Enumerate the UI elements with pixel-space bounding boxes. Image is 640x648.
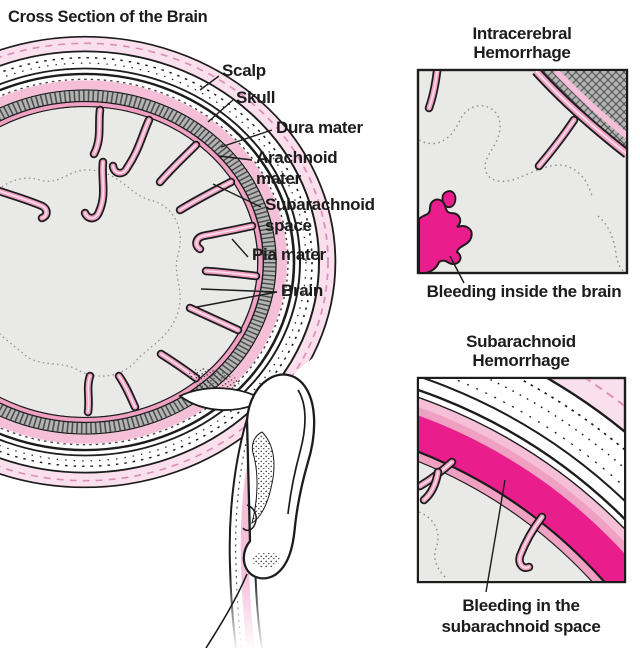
dura-mater-layer — [0, 72, 296, 452]
brain-leader-line-1 — [200, 288, 278, 293]
scalp-layer — [0, 37, 335, 487]
intracerebral-bleed-blob — [419, 198, 473, 272]
scalp-outline — [0, 35, 337, 489]
page-title: Cross Section of the Brain — [8, 8, 208, 26]
pia-mater-layer — [0, 102, 263, 422]
intracerebral-title-line1: Intracerebral — [472, 24, 571, 43]
bleed-satellite-blob — [441, 190, 457, 209]
subarachnoid-caption-leader — [485, 479, 506, 593]
subarachnoid-leader-line — [212, 183, 262, 208]
ear-inner-helix-line — [287, 389, 306, 515]
arachnoid-band — [553, 71, 626, 139]
subarachnoid-label-line1: Subarachnoid — [265, 195, 375, 214]
intracerebral-panel: Intracerebral Hemorrhage Bleeding inside… — [416, 24, 629, 301]
ear-lobe-shading — [252, 552, 280, 568]
jaw-line — [205, 573, 248, 648]
arachnoid-label-line1: Arachnoid — [256, 148, 337, 167]
skull-leader-line — [207, 99, 234, 123]
gray-matter-dotted-boundary — [0, 169, 181, 377]
brain-tissue — [419, 461, 593, 581]
arachnoid-label-line2: mater — [256, 169, 301, 188]
scalp-texture-line — [0, 42, 329, 482]
scalp-label: Scalp — [222, 61, 266, 80]
meningeal-layer-rings — [0, 35, 337, 489]
intracerebral-caption: Bleeding inside the brain — [427, 282, 622, 301]
subarachnoid-caption-line1: Bleeding in the — [462, 596, 579, 615]
arachnoid-leader-line — [218, 155, 253, 161]
skull-dots-texture — [0, 57, 313, 467]
neck-fade — [200, 575, 290, 648]
dura-mater-leader-line — [220, 129, 273, 148]
intracerebral-caption-leader — [449, 255, 465, 284]
subarachnoid-panel: Subarachnoid Hemorrhage Bleeding in the … — [416, 332, 627, 636]
anatomy-labels: Scalp Skull Dura mater Arachnoid mater S… — [196, 61, 375, 308]
gray-matter-dotted-line — [419, 104, 593, 197]
brain-tissue — [0, 107, 257, 417]
brain-leader-line-2 — [196, 291, 278, 308]
ear-antihelix-shading — [251, 431, 275, 525]
skull-label: Skull — [236, 88, 275, 107]
pia-mater-label: Pia mater — [252, 245, 327, 264]
ear-helix-outline — [242, 373, 316, 580]
subarachnoid-hatch-ticks — [0, 90, 276, 434]
intracerebral-panel-content — [419, 71, 626, 272]
subarachnoid-title-line2: Hemorrhage — [472, 351, 569, 370]
pia-mater-leader-line — [231, 238, 249, 258]
arachnoid-pink-band — [0, 80, 287, 444]
scalp-skull-boundary — [0, 50, 320, 474]
junction-stipple-shading — [188, 367, 240, 393]
brain-label: Brain — [281, 281, 323, 300]
skull-dots-texture — [0, 62, 307, 462]
pia-band-highlight — [535, 71, 626, 155]
subarachnoid-panel-content — [419, 379, 624, 581]
ear — [242, 373, 316, 580]
skull-inner-boundary — [0, 67, 301, 457]
gray-matter-dotted-line — [597, 215, 625, 272]
arachnoid-mater-layer — [0, 78, 289, 446]
ear-tragus — [242, 504, 257, 532]
subarachnoid-outer-line — [0, 89, 277, 435]
head-cross-section — [0, 35, 337, 489]
subarachnoid-caption-line2: subarachnoid space — [442, 617, 601, 636]
intracerebral-title-line2: Hemorrhage — [473, 43, 570, 62]
scalp-leader-line — [199, 75, 220, 91]
dura-mater-label: Dura mater — [276, 118, 363, 137]
subarachnoid-title-line1: Subarachnoid — [466, 332, 576, 351]
subarachnoid-label-line2: space — [265, 216, 312, 235]
